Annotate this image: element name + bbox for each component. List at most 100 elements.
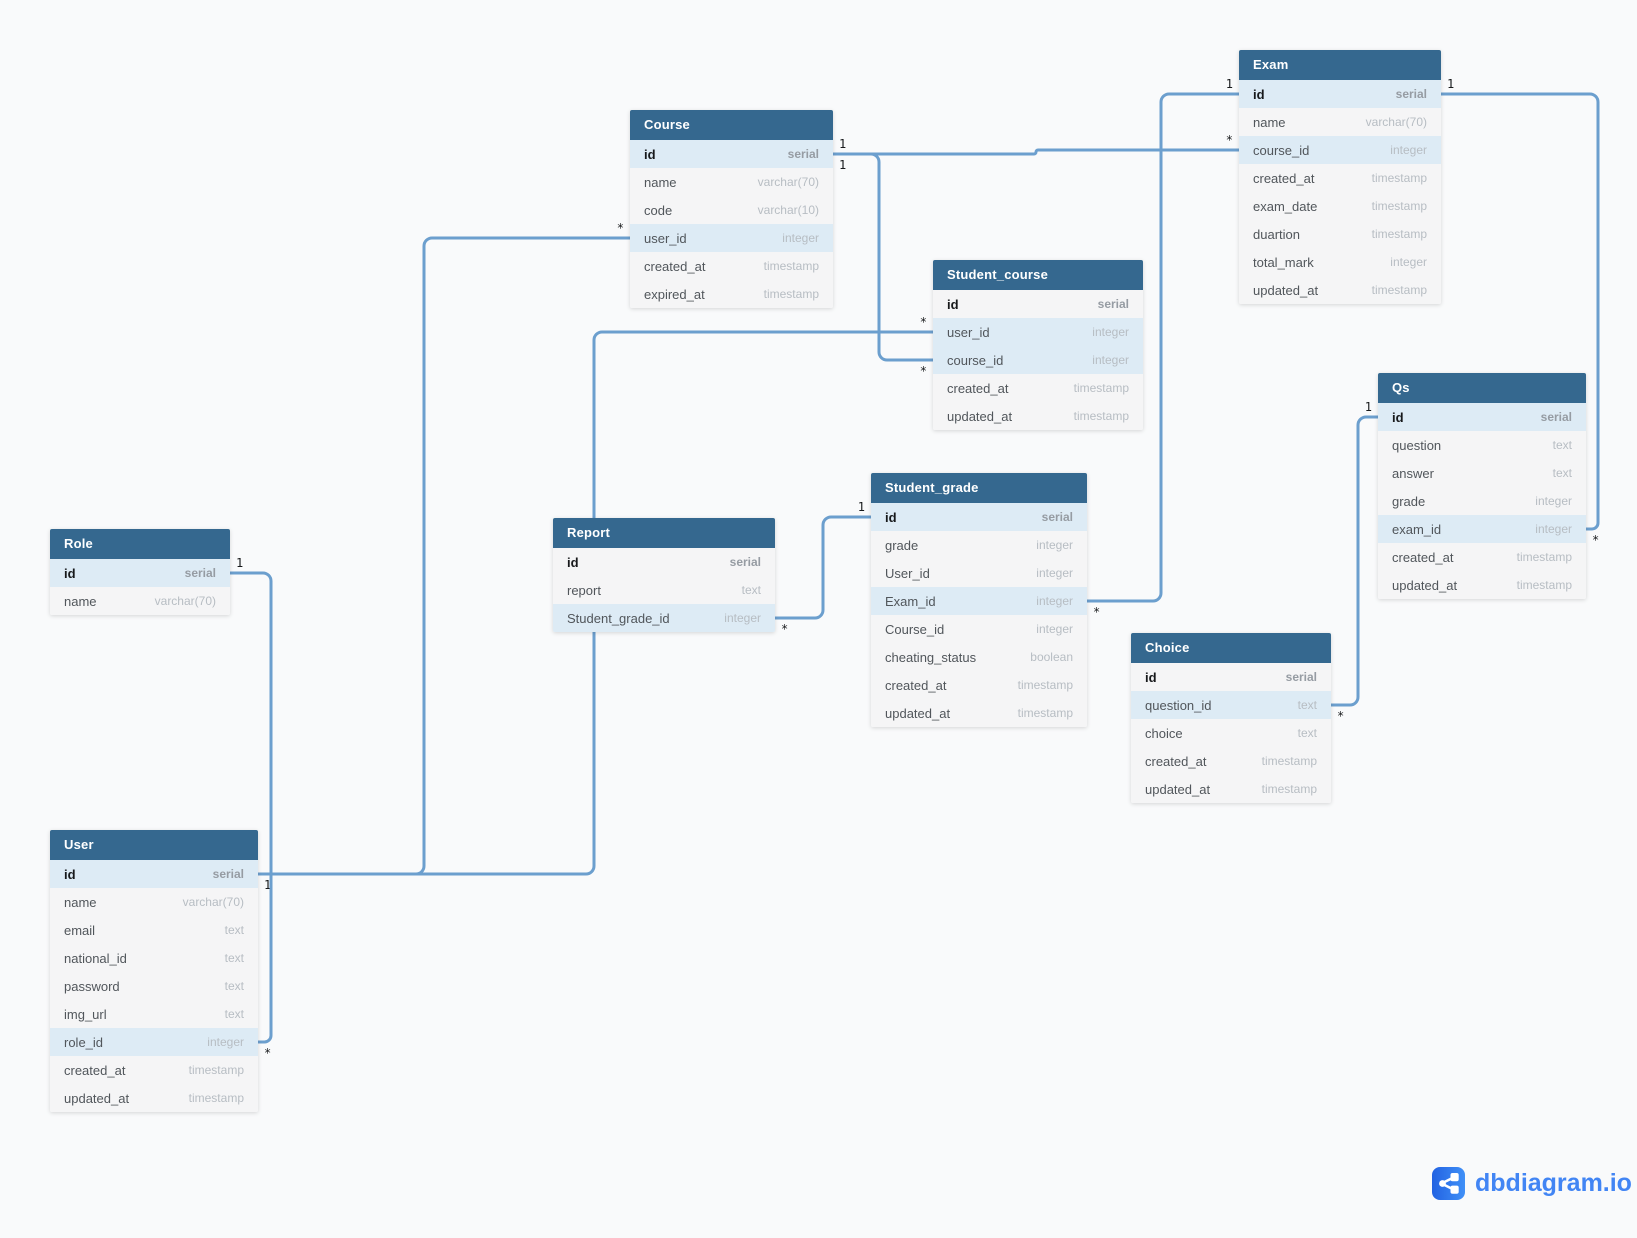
cardinality-label: 1 [1365, 400, 1372, 414]
table-header-user[interactable]: User [50, 830, 258, 860]
field-type: timestamp [1371, 283, 1427, 297]
field-type: serial [1285, 670, 1317, 684]
field-name: question [1392, 437, 1442, 453]
relationship-edge [773, 515, 873, 620]
table-header-report[interactable]: Report [553, 518, 775, 548]
brand-text: dbdiagram.io [1475, 1169, 1632, 1197]
cardinality-label: * [1093, 605, 1100, 619]
field-name: name [64, 894, 97, 910]
field-name: img_url [64, 1006, 107, 1022]
relationship-edge [831, 148, 1241, 156]
table-header-student_course[interactable]: Student_course [933, 260, 1143, 290]
field-type: integer [1390, 255, 1427, 269]
field-name: id [1392, 409, 1404, 425]
field-name: question_id [1145, 697, 1212, 713]
field-type: boolean [1030, 650, 1073, 664]
field-name: id [64, 565, 76, 581]
table-header-student_grade[interactable]: Student_grade [871, 473, 1087, 503]
field-name: updated_at [885, 705, 951, 721]
cardinality-label: * [1592, 533, 1599, 547]
field-type: text [1297, 698, 1317, 712]
field-name: id [1253, 86, 1265, 102]
field-type: timestamp [1516, 550, 1572, 564]
field-name: id [567, 554, 579, 570]
field-name: answer [1392, 465, 1434, 481]
table-header-exam[interactable]: Exam [1239, 50, 1441, 80]
field-name: created_at [1145, 753, 1207, 769]
field-type: integer [207, 1035, 244, 1049]
field-name: duartion [1253, 226, 1300, 242]
field-name: created_at [1253, 170, 1315, 186]
field-type: serial [729, 555, 761, 569]
dbdiagram-branding-link[interactable]: dbdiagram.io [1432, 1167, 1632, 1200]
field-type: varchar(70) [182, 895, 244, 909]
relationship-edge [831, 152, 935, 362]
field-type: timestamp [1261, 782, 1317, 796]
field-name: name [1253, 114, 1286, 130]
field-type: integer [1036, 594, 1073, 608]
table-header-qs[interactable]: Qs [1378, 373, 1586, 403]
field-name: cheating_status [885, 649, 977, 665]
field-type: timestamp [1073, 381, 1129, 395]
field-name: email [64, 922, 96, 938]
field-name: exam_date [1253, 198, 1318, 214]
cardinality-label: * [920, 315, 927, 329]
field-name: created_at [1392, 549, 1454, 565]
field-name: created_at [947, 380, 1009, 396]
field-name: expired_at [644, 286, 705, 302]
cardinality-label: 1 [839, 158, 846, 172]
field-name: grade [885, 537, 919, 553]
cardinality-label: * [264, 1046, 271, 1060]
table-header-choice[interactable]: Choice [1131, 633, 1331, 663]
field-type: serial [1540, 410, 1572, 424]
share-nodes-icon [1432, 1167, 1465, 1200]
field-type: varchar(70) [1365, 115, 1427, 129]
table-header-role[interactable]: Role [50, 529, 230, 559]
field-type: integer [1535, 494, 1572, 508]
cardinality-label: 1 [858, 500, 865, 514]
field-name: name [64, 593, 97, 609]
table-header-course[interactable]: Course [630, 110, 833, 140]
field-row-choice-question_id: question_id text [1131, 691, 1331, 719]
cardinality-label: 1 [839, 137, 846, 151]
cardinality-label: * [1226, 133, 1233, 147]
field-type: text [1297, 726, 1317, 740]
field-row-exam-name: name varchar(70) [1239, 108, 1441, 136]
field-type: varchar(70) [757, 175, 819, 189]
cardinality-label: 1 [1447, 77, 1454, 91]
relationship-edge [1085, 92, 1241, 603]
field-type: integer [782, 231, 819, 245]
